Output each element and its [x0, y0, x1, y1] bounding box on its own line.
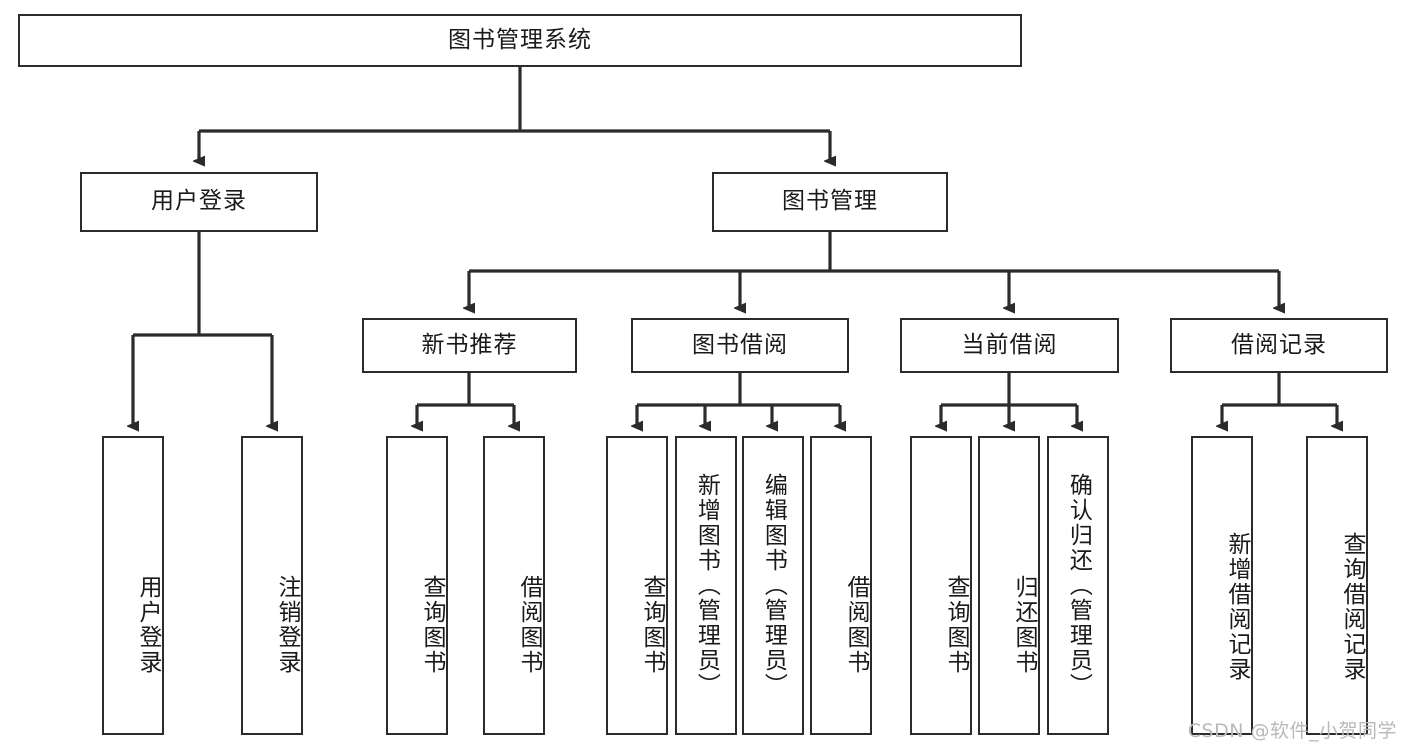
node-label: 新增借阅记录 — [1224, 531, 1250, 682]
node-label: 注销登录 — [274, 574, 300, 675]
node-label: 编辑图书（管理员） — [760, 473, 787, 698]
node-leaf-edit-book[interactable]: 编辑图书（管理员） — [742, 436, 804, 735]
node-leaf-user-login[interactable]: 用户登录 — [102, 436, 164, 735]
node-leaf-query-book-1[interactable]: 查询图书 — [386, 436, 448, 735]
node-leaf-borrow-book-2[interactable]: 借阅图书 — [810, 436, 872, 735]
node-current-borrow[interactable]: 当前借阅 — [900, 318, 1119, 373]
node-leaf-query-book-2[interactable]: 查询图书 — [606, 436, 668, 735]
node-label: 确认归还（管理员） — [1065, 473, 1092, 698]
node-label: 新书推荐 — [421, 331, 518, 358]
node-leaf-confirm-return[interactable]: 确认归还（管理员） — [1047, 436, 1109, 735]
node-label: 借阅记录 — [1231, 331, 1327, 358]
node-label: 图书管理系统 — [448, 26, 592, 53]
node-leaf-query-borrow-record[interactable]: 查询借阅记录 — [1306, 436, 1368, 735]
node-leaf-query-book-3[interactable]: 查询图书 — [910, 436, 972, 735]
node-label: 图书管理 — [782, 188, 878, 215]
node-label: 当前借阅 — [961, 331, 1058, 358]
node-label: 归还图书 — [1011, 574, 1037, 675]
node-leaf-return-book[interactable]: 归还图书 — [978, 436, 1040, 735]
node-label: 用户登录 — [135, 574, 161, 675]
node-leaf-add-borrow-record[interactable]: 新增借阅记录 — [1191, 436, 1253, 735]
node-label: 图书借阅 — [692, 331, 788, 358]
watermark-text: CSDN @软件_小贺同学 — [1187, 720, 1397, 742]
node-leaf-borrow-book-1[interactable]: 借阅图书 — [483, 436, 545, 735]
node-book-management-system[interactable]: 图书管理系统 — [18, 14, 1022, 67]
node-borrow-record[interactable]: 借阅记录 — [1170, 318, 1388, 373]
node-label: 查询图书 — [419, 574, 445, 675]
node-book-management[interactable]: 图书管理 — [712, 172, 948, 232]
node-label: 查询借阅记录 — [1339, 531, 1365, 682]
node-new-book-recommend[interactable]: 新书推荐 — [362, 318, 577, 373]
node-user-login[interactable]: 用户登录 — [80, 172, 318, 232]
node-leaf-add-book[interactable]: 新增图书（管理员） — [675, 436, 737, 735]
node-label: 查询图书 — [943, 574, 969, 675]
node-label: 查询图书 — [639, 574, 665, 675]
node-label: 借阅图书 — [516, 574, 542, 675]
node-label: 借阅图书 — [843, 574, 869, 675]
node-book-borrow[interactable]: 图书借阅 — [631, 318, 849, 373]
node-leaf-logout-login[interactable]: 注销登录 — [241, 436, 303, 735]
node-label: 新增图书（管理员） — [693, 473, 720, 698]
node-label: 用户登录 — [151, 188, 247, 215]
